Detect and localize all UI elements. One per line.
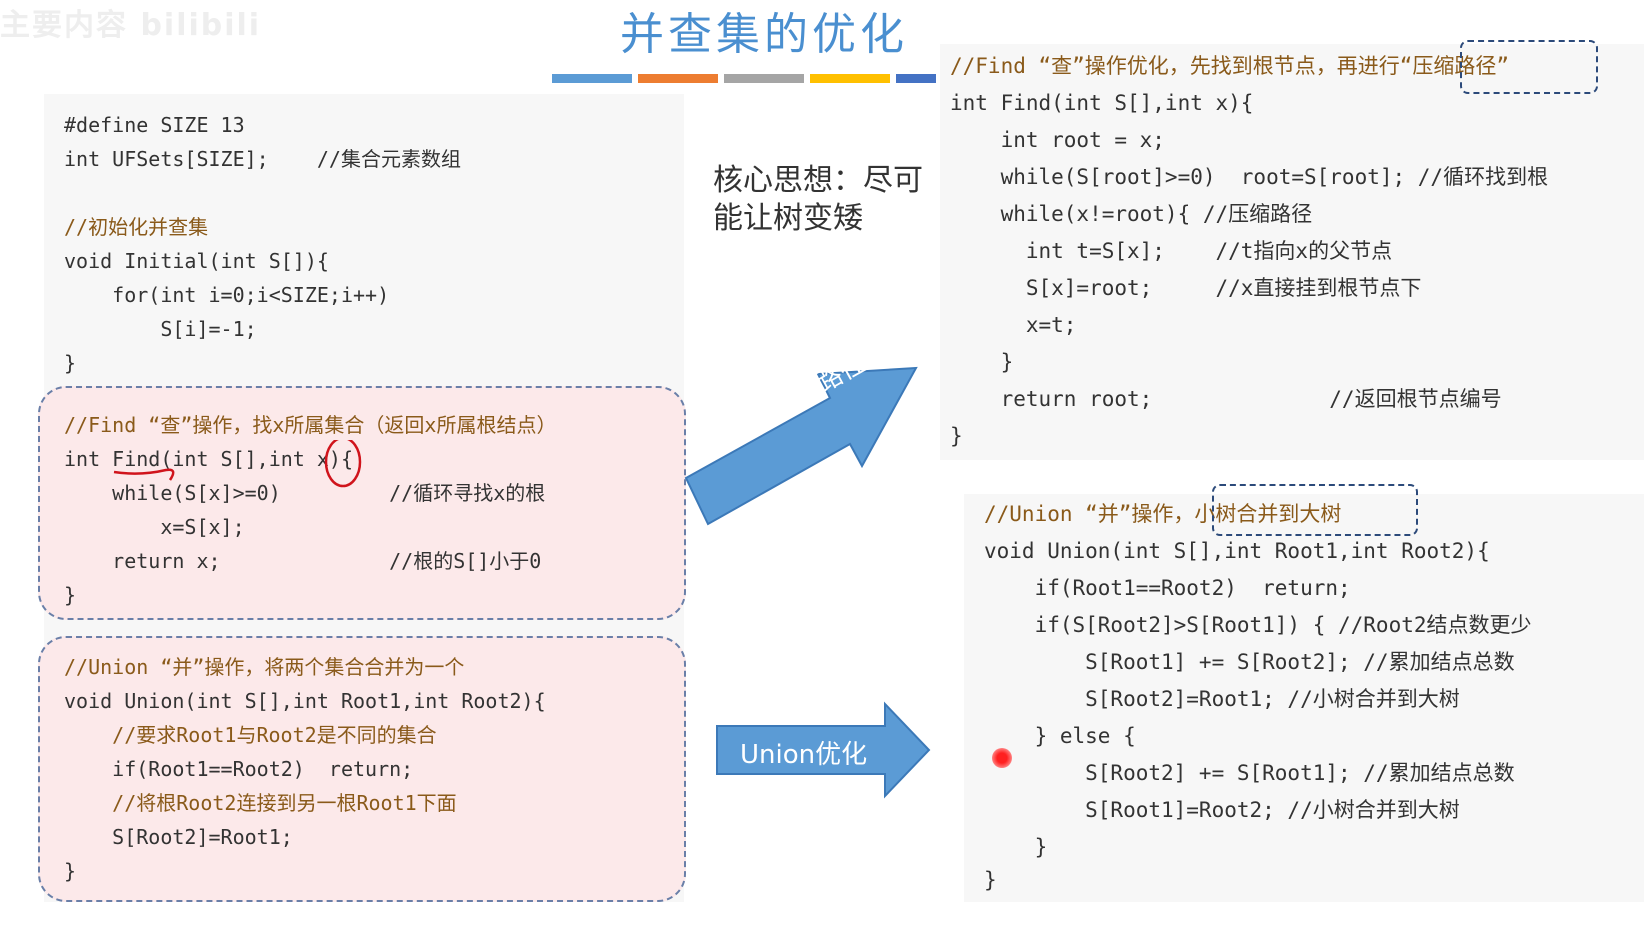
- code-line: while(S[x]>=0) //循环寻找x的根: [64, 481, 546, 505]
- init-code-block: #define SIZE 13 int UFSets[SIZE]; //集合元素…: [64, 108, 664, 380]
- code-line: return root; //返回根节点编号: [950, 387, 1502, 411]
- video-watermark: 主要内容 bilibili: [0, 8, 262, 43]
- decor-bar-yellow: [810, 74, 890, 83]
- find-opt-panel: [940, 44, 1644, 460]
- code-comment: //要求Root1与Root2是不同的集合: [64, 723, 437, 747]
- code-line: for(int i=0;i<SIZE;i++): [64, 283, 390, 307]
- code-line: }: [984, 868, 997, 892]
- core-idea-text: 核心思想：尽可能让树变矮: [713, 163, 923, 236]
- code-line: }: [64, 859, 77, 883]
- code-line: int Find(int S[],int x){: [950, 91, 1254, 115]
- code-comment: //Find “查”操作优化，先找到根节点，再进行“压缩路径”: [950, 54, 1510, 78]
- decor-bar-blue: [552, 74, 632, 83]
- pen-annotation: [113, 440, 362, 488]
- code-line: if(Root1==Root2) return;: [984, 576, 1351, 600]
- compress-path-highlight: [1460, 40, 1598, 94]
- union-arrow-label: Union优化: [740, 740, 868, 770]
- code-comment: //初始化并查集: [64, 215, 209, 239]
- code-line: void Union(int S[],int Root1,int Root2){: [64, 689, 546, 713]
- code-line: void Initial(int S[]){: [64, 249, 329, 273]
- find-code-block: //Find “查”操作，找x所属集合（返回x所属根结点） int Find(i…: [64, 408, 664, 612]
- code-line: if(S[Root2]>S[Root1]) { //Root2结点数更少: [984, 613, 1532, 637]
- code-line: } else {: [984, 724, 1136, 748]
- code-line: }: [950, 350, 1014, 374]
- code-line: }: [64, 351, 77, 375]
- code-line: S[Root2] += S[Root1]; //累加结点总数: [984, 761, 1515, 785]
- code-line: S[x]=root; //x直接挂到根节点下: [950, 276, 1422, 300]
- find-optimization-arrow: [684, 366, 918, 526]
- code-line: int root = x;: [950, 128, 1165, 152]
- code-comment: //将根Root2连接到另一根Root1下面: [64, 791, 457, 815]
- union-opt-panel: [964, 494, 1644, 902]
- code-line: S[Root1] += S[Root2]; //累加结点总数: [984, 650, 1515, 674]
- code-line: S[Root2]=Root1; //小树合并到大树: [984, 687, 1460, 711]
- decor-bar-darkblue: [896, 74, 936, 83]
- code-line: int Find(int S[],int x){: [64, 447, 353, 471]
- code-line: S[Root1]=Root2; //小树合并到大树: [984, 798, 1460, 822]
- decor-bar-gray: [724, 74, 804, 83]
- union-opt-code-block: //Union “并”操作，小树合并到大树 void Union(int S[]…: [984, 496, 1634, 902]
- code-line: while(S[root]>=0) root=S[root]; //循环找到根: [950, 165, 1549, 189]
- laser-pointer-dot: [992, 748, 1012, 768]
- code-line: return x; //根的S[]小于0: [64, 549, 542, 573]
- union-code-block: //Union “并”操作，将两个集合合并为一个 void Union(int …: [64, 650, 664, 890]
- code-line: #define SIZE 13: [64, 113, 245, 137]
- code-line: x=S[x];: [64, 515, 245, 539]
- decor-bar-orange: [638, 74, 718, 83]
- code-line: void Union(int S[],int Root1,int Root2){: [984, 539, 1490, 563]
- code-line: }: [64, 583, 77, 607]
- code-line: S[i]=-1;: [64, 317, 257, 341]
- code-line: }: [984, 835, 1048, 859]
- code-line: if(Root1==Root2) return;: [64, 757, 414, 781]
- slide-title: 并查集的优化: [620, 9, 908, 60]
- small-tree-highlight: [1212, 484, 1418, 536]
- code-line: int t=S[x]; //t指向x的父节点: [950, 239, 1393, 263]
- code-line: x=t;: [950, 313, 1077, 337]
- code-comment: //Union “并”操作，将两个集合合并为一个: [64, 655, 465, 679]
- code-comment: //Find “查”操作，找x所属集合（返回x所属根结点）: [64, 413, 557, 437]
- code-line: int UFSets[SIZE]; //集合元素数组: [64, 147, 461, 171]
- union-optimization-arrow: [716, 701, 931, 799]
- code-line: }: [950, 424, 963, 448]
- code-line: S[Root2]=Root1;: [64, 825, 293, 849]
- find-opt-code-block: //Find “查”操作优化，先找到根节点，再进行“压缩路径” int Find…: [950, 48, 1640, 458]
- code-line: while(x!=root){ //压缩路径: [950, 202, 1313, 226]
- union-code-box: [38, 636, 686, 902]
- find-code-box: [38, 386, 686, 620]
